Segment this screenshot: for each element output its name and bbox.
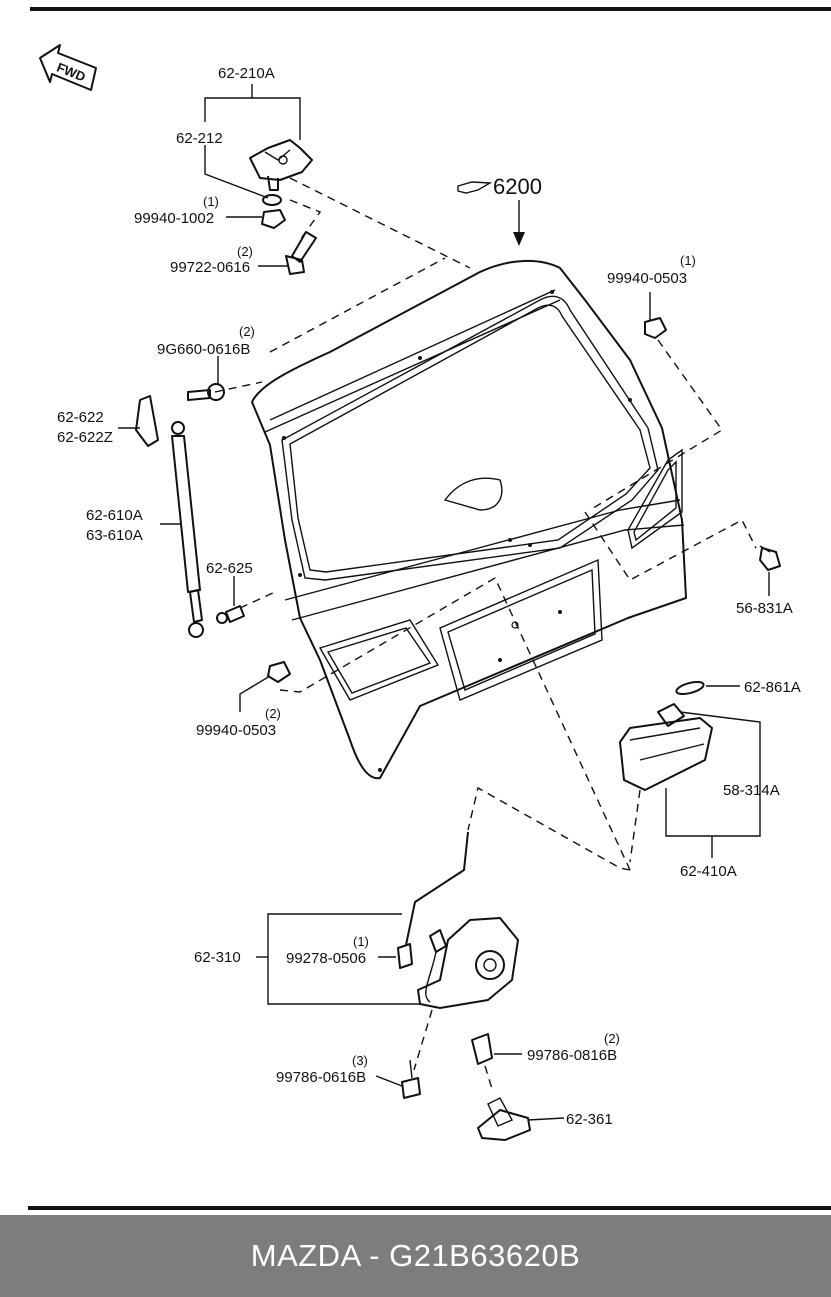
qty-99940-0503-lower: (2) bbox=[265, 706, 281, 721]
label-62-212: 62-212 bbox=[176, 130, 223, 147]
label-62-610A: 62-610A bbox=[86, 507, 143, 524]
qty-9G660-0616B: (2) bbox=[239, 324, 255, 339]
latch-part bbox=[417, 917, 519, 1009]
label-62-210A: 62-210A bbox=[218, 65, 275, 82]
label-56-831A: 56-831A bbox=[736, 600, 793, 617]
label-99940-0503-upper: 99940-0503 bbox=[607, 270, 687, 287]
label-99786-0816B: 99786-0816B bbox=[527, 1047, 617, 1064]
clip-part bbox=[397, 943, 413, 969]
qty-99722-0616: (2) bbox=[237, 244, 253, 259]
latch-rod-part bbox=[405, 831, 469, 946]
nut-part-upper-right bbox=[644, 317, 667, 339]
qty-99786-0816B: (2) bbox=[604, 1031, 620, 1046]
leader-lines bbox=[118, 84, 770, 1121]
nut-part-lower-left bbox=[267, 661, 291, 683]
label-62-622: 62-622 bbox=[57, 409, 104, 426]
ball-stud-part bbox=[216, 605, 245, 624]
handle-assembly-part bbox=[619, 703, 713, 791]
bracket-part bbox=[135, 395, 159, 447]
bolt-part-gas-strut bbox=[187, 383, 225, 401]
label-99940-1002: 99940-1002 bbox=[134, 210, 214, 227]
nut-part bbox=[261, 209, 286, 229]
label-62-410A: 62-410A bbox=[680, 863, 737, 880]
label-63-610A: 63-610A bbox=[86, 527, 143, 544]
pointing-hand-icon bbox=[457, 181, 493, 194]
qty-99940-1002: (1) bbox=[203, 194, 219, 209]
bolt-part-striker bbox=[471, 1033, 494, 1093]
washer-part bbox=[262, 194, 282, 206]
label-62-361: 62-361 bbox=[566, 1111, 613, 1128]
label-99940-0503-lower: 99940-0503 bbox=[196, 722, 276, 739]
label-62-861A: 62-861A bbox=[744, 679, 801, 696]
qty-99278-0506: (1) bbox=[353, 934, 369, 949]
label-62-622Z: 62-622Z bbox=[57, 429, 113, 446]
connection-lines bbox=[214, 177, 757, 1071]
bolt-part bbox=[285, 231, 317, 275]
fwd-arrow-icon: FWD bbox=[39, 44, 97, 91]
assembly-ref: 6200 bbox=[457, 174, 542, 246]
label-58-314A: 58-314A bbox=[723, 782, 780, 799]
label-9G660-0616B: 9G660-0616B bbox=[157, 341, 250, 358]
assembly-ref-number: 6200 bbox=[493, 174, 542, 199]
liftgate-panel bbox=[251, 260, 687, 780]
part-labels: 62-210A 62-212 (1) 99940-1002 (2) 99722-… bbox=[57, 65, 801, 1128]
footer-part-number: MAZDA - G21B63620B bbox=[250, 1238, 581, 1273]
label-62-625: 62-625 bbox=[206, 560, 253, 577]
qty-99940-0503-upper: (1) bbox=[680, 253, 696, 268]
qty-99786-0616B: (3) bbox=[352, 1053, 368, 1068]
bolt-part-latch bbox=[401, 1059, 421, 1099]
label-99722-0616: 99722-0616 bbox=[170, 259, 250, 276]
switch-part bbox=[759, 545, 781, 571]
hinge-part bbox=[249, 139, 313, 191]
striker-part bbox=[477, 1097, 531, 1141]
label-99278-0506: 99278-0506 bbox=[286, 950, 366, 967]
label-99786-0616B: 99786-0616B bbox=[276, 1069, 366, 1086]
pad-part bbox=[675, 680, 705, 696]
parts-diagram: FWD 6200 bbox=[28, 7, 831, 1210]
footer-banner: MAZDA - G21B63620B bbox=[0, 1215, 831, 1297]
label-62-310: 62-310 bbox=[194, 949, 241, 966]
gas-strut-part bbox=[171, 421, 204, 638]
